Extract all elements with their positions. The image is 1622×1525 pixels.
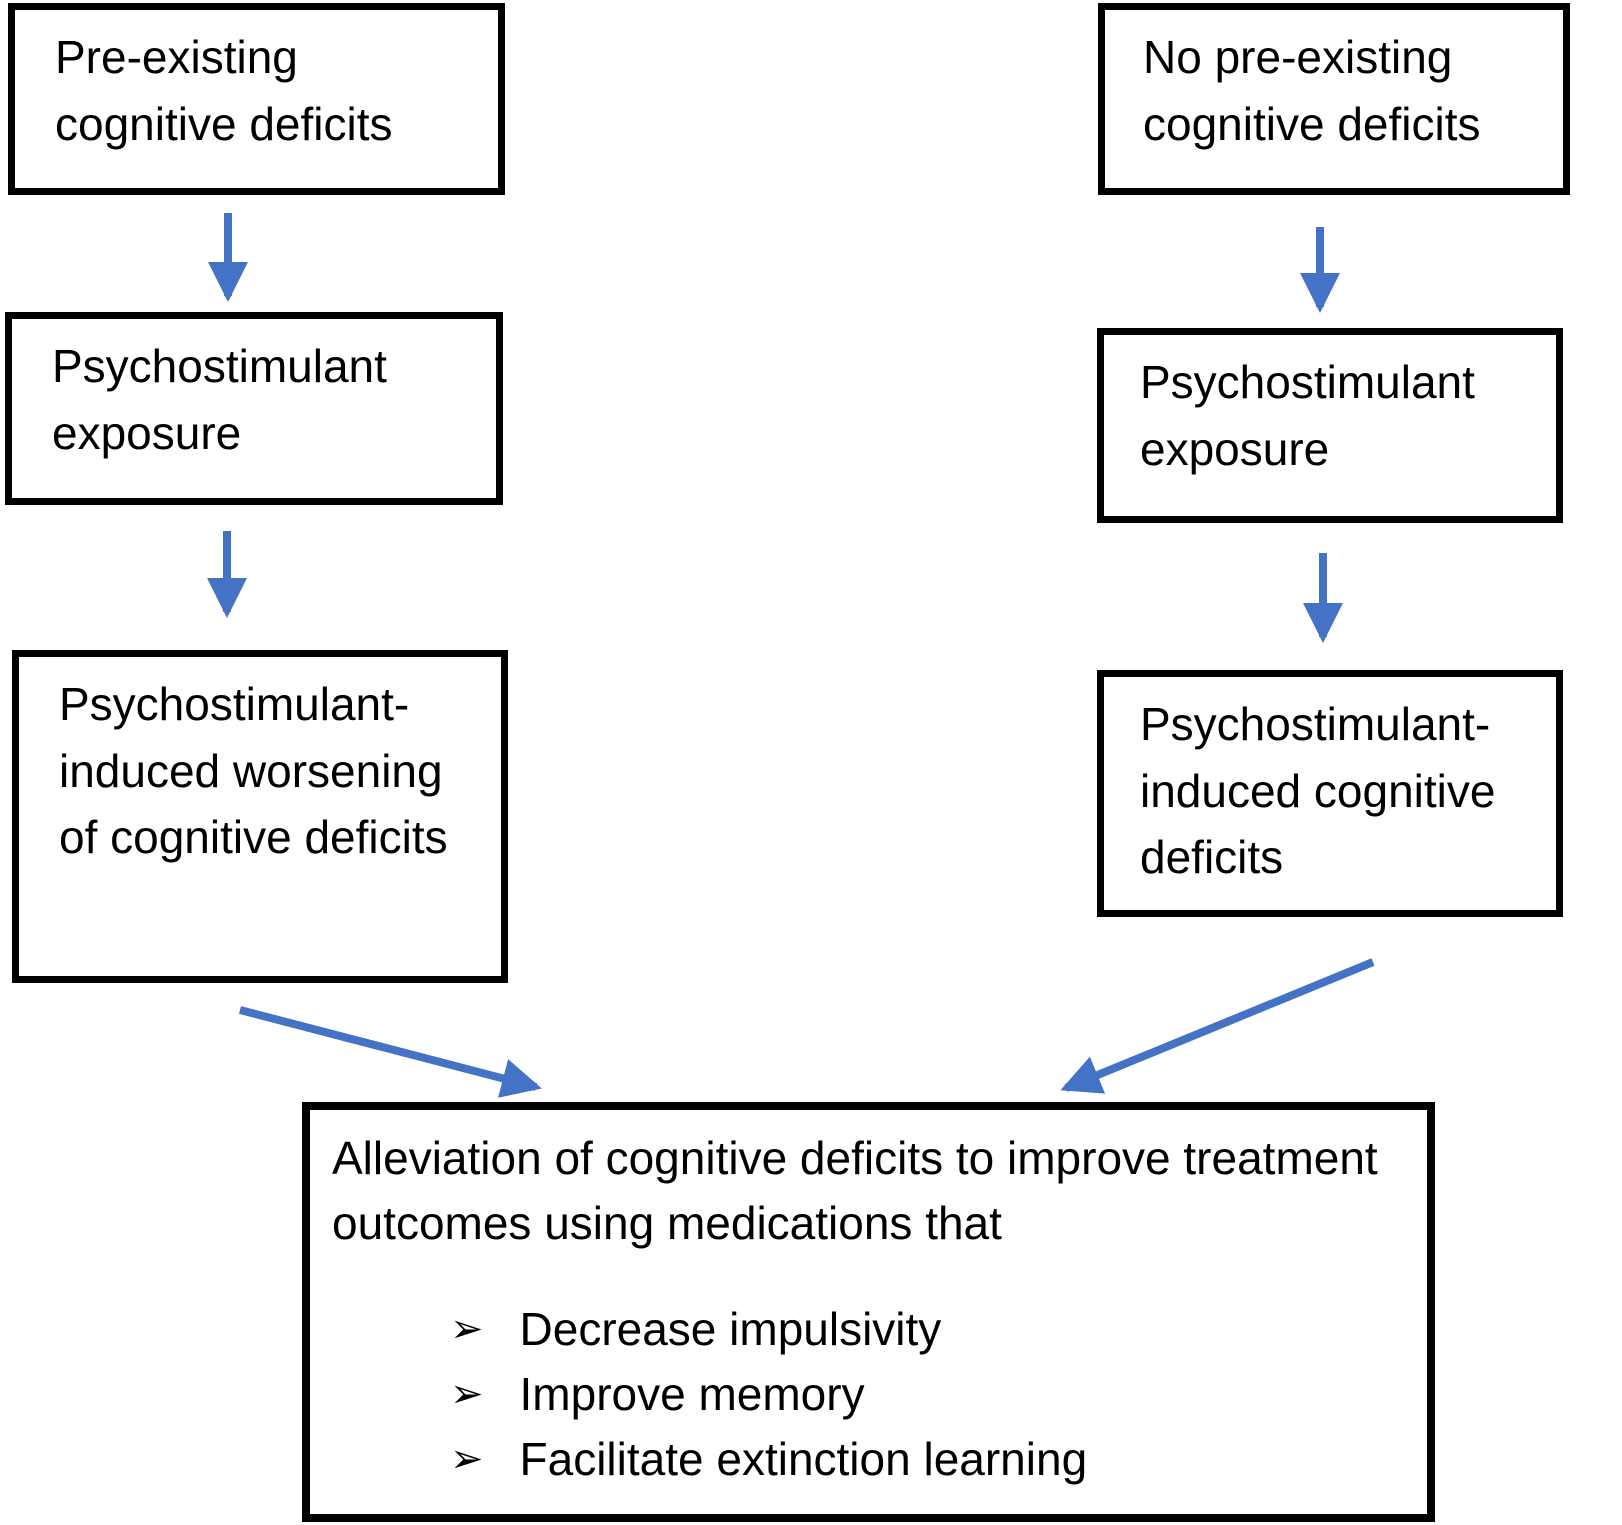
alleviation-outcome-heading: Alleviation of cognitive deficits to imp… <box>332 1132 1378 1250</box>
bullet-label-improve-memory: Improve memory <box>519 1367 865 1420</box>
box-psychostimulant-exposure-right: Psychostimulant exposure <box>1097 328 1563 523</box>
box-worsening-of-deficits-label: Psychostimulant-induced worsening of cog… <box>59 678 448 864</box>
arrow-worsening-to-alleviation <box>238 1006 542 1098</box>
box-psychostimulant-exposure-left: Psychostimulant exposure <box>5 312 503 505</box>
box-no-pre-existing-deficits: No pre-existing cognitive deficits <box>1098 3 1570 195</box>
box-alleviation-outcome: Alleviation of cognitive deficits to imp… <box>302 1102 1435 1522</box>
arrowhead-bullet-icon: ➢ <box>450 1306 484 1353</box>
bullet-label-facilitate-extinction-learning: Facilitate extinction learning <box>519 1432 1088 1485</box>
alleviation-outcome-bullet-list: ➢ Decrease impulsivity ➢ Improve memory … <box>332 1297 1409 1492</box>
box-pre-existing-deficits: Pre-existing cognitive deficits <box>8 3 505 195</box>
arrow-induced-deficits-to-alleviation <box>1060 958 1375 1094</box>
arrowhead-bullet-icon: ➢ <box>450 1371 484 1418</box>
bullet-label-decrease-impulsivity: Decrease impulsivity <box>519 1302 942 1355</box>
box-psychostimulant-exposure-left-label: Psychostimulant exposure <box>52 340 387 459</box>
box-psychostimulant-exposure-right-label: Psychostimulant exposure <box>1140 356 1475 475</box>
box-induced-cognitive-deficits-label: Psychostimulant-induced cognitive defici… <box>1140 698 1496 884</box>
list-item: ➢ Improve memory <box>450 1362 1409 1427</box>
arrowhead-bullet-icon: ➢ <box>450 1436 484 1483</box>
box-induced-cognitive-deficits: Psychostimulant-induced cognitive defici… <box>1097 670 1563 917</box>
list-item: ➢ Decrease impulsivity <box>450 1297 1409 1362</box>
box-worsening-of-deficits: Psychostimulant-induced worsening of cog… <box>12 650 508 983</box>
box-no-pre-existing-deficits-label: No pre-existing cognitive deficits <box>1143 31 1481 150</box>
box-pre-existing-deficits-label: Pre-existing cognitive deficits <box>55 31 393 150</box>
list-item: ➢ Facilitate extinction learning <box>450 1427 1409 1492</box>
